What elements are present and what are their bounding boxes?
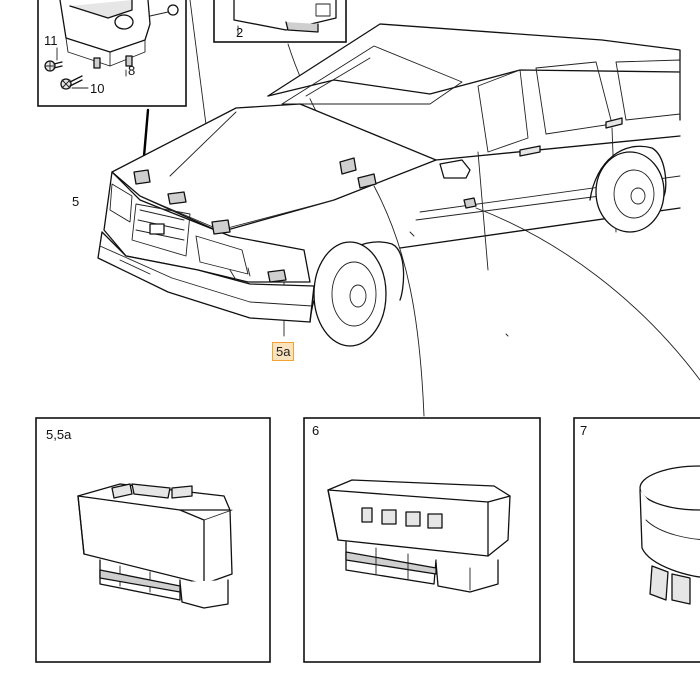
relay-marker-icon [211,219,231,235]
car-illustration [97,23,681,347]
callout-11: 11 [44,33,58,48]
callout-8: 8 [128,63,136,78]
detail-box-top-left [37,0,187,107]
component-markers [133,157,477,283]
relay-marker-icon [339,157,357,175]
callout-5a-highlight[interactable]: 5a [272,342,295,361]
callout-10: 10 [90,81,105,96]
panel-label-7: 7 [580,423,588,438]
panel-6 [303,417,541,663]
relay-marker-icon [133,169,151,185]
panel-5-5a [35,417,271,663]
callout-2: 2 [236,25,244,40]
panel-label-5-5a: 5,5a [46,427,72,442]
relay-marker-icon [357,173,377,189]
relay-marker-icon [267,269,287,283]
callout-5: 5 [72,194,80,209]
panel-7 [573,417,700,663]
relay-marker-icon [167,191,187,205]
screw-11-icon [44,60,63,72]
rear-wheel-icon [595,151,665,233]
front-wheel-icon [313,241,387,347]
panel-label-6: 6 [312,423,320,438]
sensor-marker-icon [463,197,477,209]
screw-10-icon [60,75,83,90]
detail-box-top-middle [213,0,347,43]
